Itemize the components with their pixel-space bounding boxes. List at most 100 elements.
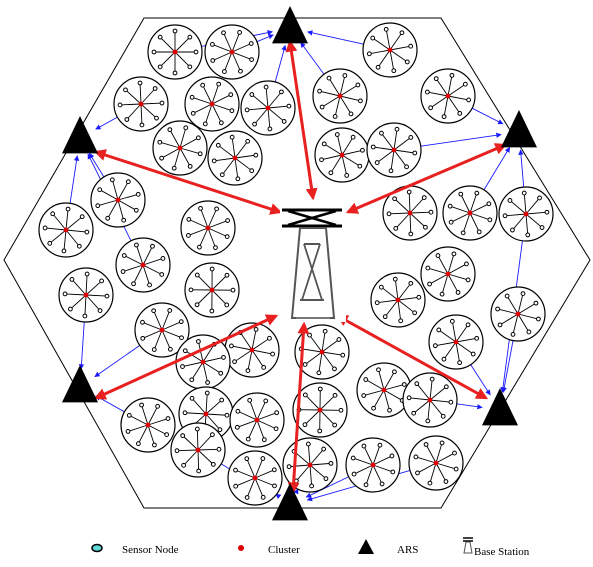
cluster-edge — [443, 95, 449, 117]
sensor-node — [391, 68, 397, 74]
sensor-node — [210, 42, 215, 47]
cluster-edge — [65, 216, 83, 231]
sensor-node — [125, 429, 131, 434]
sensor-node — [180, 433, 186, 439]
cluster-edge — [319, 395, 336, 411]
cluster-edge — [377, 299, 399, 304]
cluster-edge — [447, 95, 461, 114]
ars-base-link — [93, 314, 279, 400]
sensor-node — [441, 114, 447, 120]
cluster-edge — [191, 96, 213, 105]
cluster-edge — [65, 229, 87, 233]
cluster-edge — [523, 193, 527, 215]
cluster-edge — [231, 43, 252, 53]
sensor-node — [228, 92, 234, 98]
sensor-node — [232, 359, 237, 365]
ars-triangle — [482, 388, 518, 426]
ars-cluster-link — [95, 116, 118, 130]
sensor-node — [412, 150, 418, 156]
cluster-edge — [202, 84, 213, 105]
sensor-node — [182, 410, 188, 416]
cluster-edge — [124, 255, 144, 266]
sensor-cluster — [314, 127, 370, 183]
base-station-legend-icon — [463, 537, 473, 554]
sensor-node — [447, 203, 453, 209]
sensor-node — [123, 87, 128, 93]
cluster-edge — [365, 464, 374, 485]
cluster-edge — [509, 200, 527, 215]
cluster-edge — [318, 351, 323, 373]
cluster-edge — [267, 107, 271, 129]
cluster-edge — [140, 103, 143, 125]
sensor-node — [121, 253, 127, 258]
cluster-edge — [223, 51, 233, 72]
cluster-edge — [256, 419, 277, 430]
sensor-node — [97, 308, 103, 314]
sensor-node — [97, 187, 103, 193]
cluster-edge — [205, 413, 227, 416]
sensor-node — [189, 377, 195, 383]
sensor-node — [125, 179, 131, 185]
sensor-node — [510, 331, 516, 337]
sensor-node — [332, 392, 338, 398]
cluster-edge — [196, 428, 199, 451]
ars-cluster-link — [518, 149, 525, 188]
sensor-node — [134, 242, 139, 248]
sensor-node — [408, 135, 414, 140]
sensor-node — [425, 265, 431, 271]
sensor-node — [486, 201, 492, 207]
sensor-node — [305, 441, 311, 447]
sensor-node — [187, 163, 193, 169]
sensor-node — [249, 57, 254, 62]
sensor-node — [336, 337, 342, 342]
cluster-edge — [246, 458, 256, 479]
sensor-node — [427, 281, 432, 287]
cluster-edge — [211, 94, 232, 105]
cluster-edge — [126, 103, 142, 120]
sensor-cluster — [207, 130, 263, 186]
sensor-node — [196, 244, 202, 250]
sensor-cluster — [115, 237, 171, 293]
cluster-head — [145, 422, 151, 428]
sensor-node — [271, 467, 277, 473]
ars-cluster-link — [256, 34, 274, 43]
cluster-edge — [377, 49, 391, 68]
cluster-edge — [309, 334, 323, 353]
sensor-cluster — [366, 122, 422, 178]
sensor-node — [421, 195, 427, 200]
cluster-edge — [188, 218, 209, 229]
sensor-node — [260, 456, 266, 461]
sensor-node — [279, 89, 284, 95]
sensor-node — [154, 115, 159, 121]
sensor-node — [120, 269, 126, 274]
cluster-edge — [129, 415, 149, 426]
ars-triangle — [501, 110, 537, 148]
sensor-node — [408, 231, 414, 237]
cluster-edge — [196, 274, 213, 291]
sensor-node — [452, 450, 457, 456]
sensor-node — [157, 139, 163, 145]
sensor-node — [398, 318, 404, 324]
cluster-edge — [254, 477, 275, 487]
sensor-node — [167, 346, 173, 352]
cluster-edge — [256, 400, 267, 421]
sensor-cluster — [229, 392, 285, 448]
cluster-edge — [254, 477, 264, 498]
cluster-head — [407, 210, 413, 216]
cluster-head — [140, 262, 146, 268]
sensor-node — [219, 397, 225, 403]
ars-triangle — [272, 483, 308, 521]
legend-cluster: Cluster — [238, 544, 300, 556]
sensor-node — [321, 141, 327, 147]
cluster-edge — [447, 253, 455, 275]
sensor-node — [382, 314, 388, 320]
ars-cluster-link — [305, 476, 349, 498]
cluster-edge — [427, 91, 449, 97]
sensor-node — [386, 211, 392, 217]
sensor-node — [139, 402, 144, 408]
sensor-node — [458, 191, 464, 197]
sensor-node — [84, 271, 90, 277]
sensor-node — [137, 80, 143, 86]
cluster-edge — [339, 84, 359, 97]
sensor-node — [151, 347, 157, 352]
